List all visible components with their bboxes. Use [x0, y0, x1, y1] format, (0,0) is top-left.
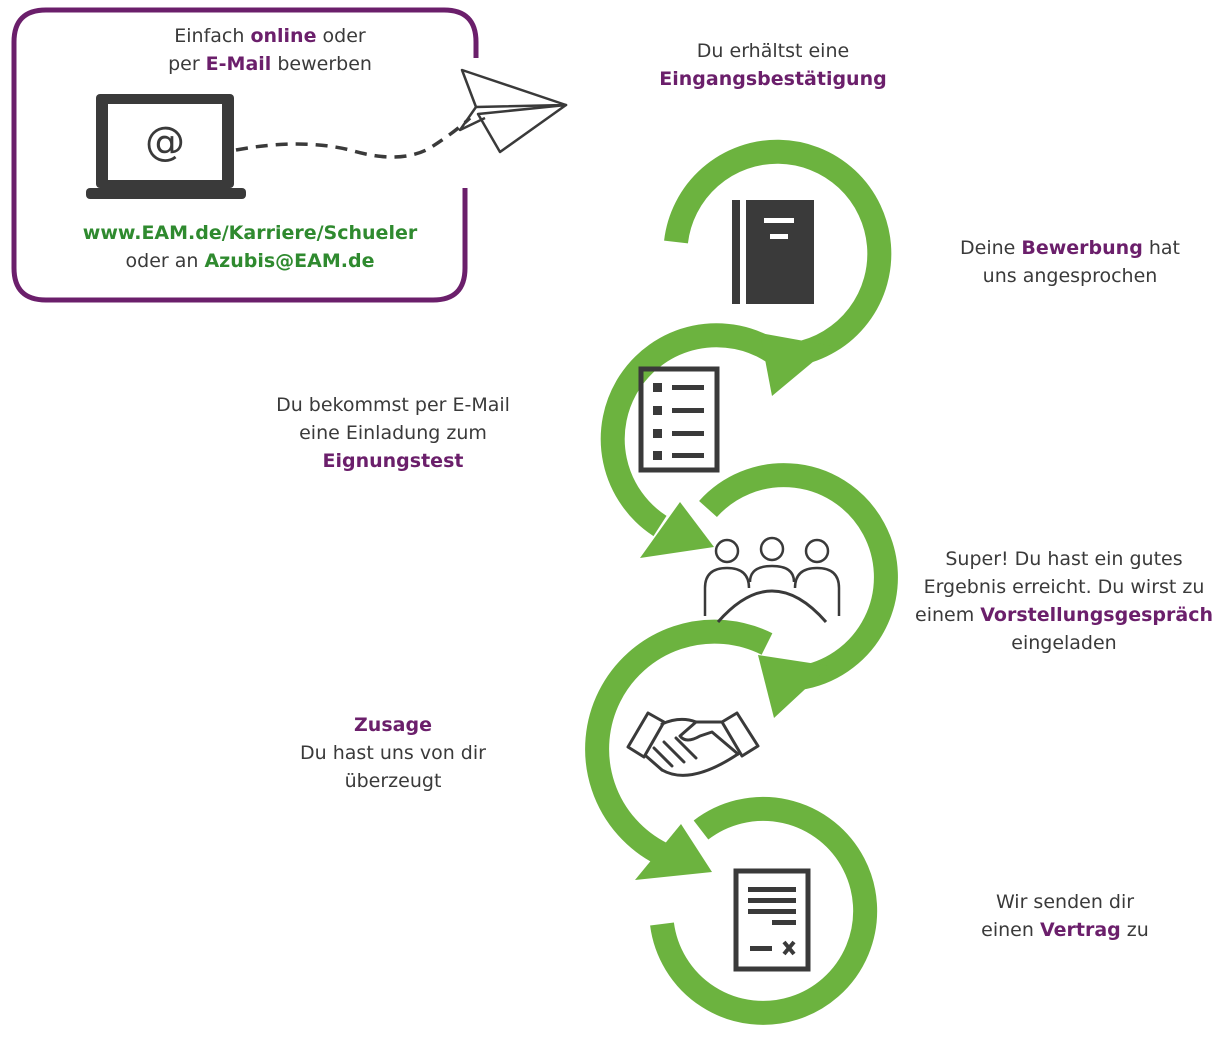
flight-path	[235, 116, 472, 159]
checklist-icon	[638, 366, 720, 473]
apply-instruction: Einfach online oder per E-Mail bewerben	[168, 25, 372, 75]
folder-icon	[732, 200, 814, 304]
step-application: Deine Bewerbung hat uns angesprochen	[960, 237, 1180, 287]
laptop-icon: @	[86, 94, 246, 199]
apply-box-frame	[11, 7, 479, 303]
step-acceptance: Zusage Du hast uns von dir überzeugt	[300, 714, 486, 792]
arrow-ring-4	[585, 619, 773, 865]
arrowhead-4	[635, 824, 712, 880]
arrow-ring-1	[664, 139, 892, 366]
arrow-ring-3	[699, 463, 898, 690]
arrow-ring-5	[650, 796, 878, 1025]
email-address[interactable]: Azubis@EAM.de	[204, 250, 375, 272]
arrow-ring-2	[600, 323, 780, 537]
paper-plane-icon	[458, 68, 568, 154]
at-symbol: @	[145, 119, 185, 165]
online-label: online	[250, 25, 317, 47]
step-confirmation: Du erhältst eine Eingangsbestätigung	[659, 40, 887, 90]
contract-icon	[733, 868, 811, 972]
email-label: E-Mail	[205, 53, 272, 75]
careers-url[interactable]: www.EAM.de/Karriere/Schueler	[82, 222, 418, 244]
step-contract: Wir senden dir einen Vertrag zu	[981, 891, 1149, 941]
step-interview: Super! Du hast ein gutes Ergebnis erreic…	[915, 548, 1213, 654]
meeting-icon	[703, 536, 841, 623]
apply-contacts: www.EAM.de/Karriere/Schueler oder an Azu…	[40, 219, 460, 275]
step-test: Du bekommst per E-Mail eine Einladung zu…	[276, 394, 510, 472]
handshake-icon	[626, 711, 760, 777]
arrowhead-2	[640, 502, 714, 558]
arrowhead-1	[760, 333, 832, 396]
arrowhead-3	[758, 655, 830, 718]
